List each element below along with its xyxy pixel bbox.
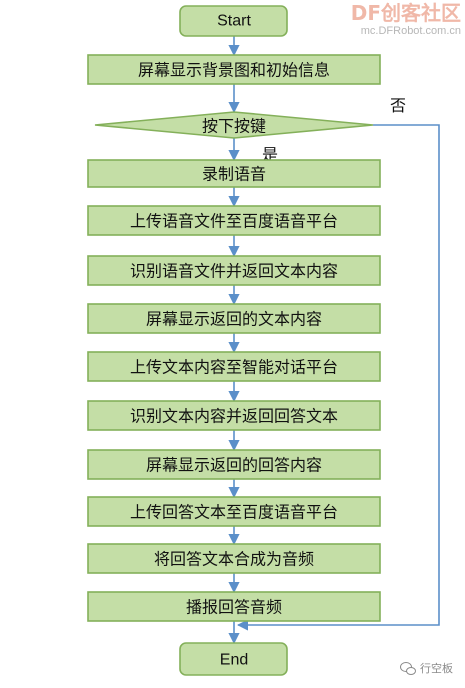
- process-box: 识别语音文件并返回文本内容: [87, 255, 381, 286]
- process-box: 上传文本内容至智能对话平台: [87, 351, 381, 382]
- process-box: 将回答文本合成为音频: [87, 543, 381, 574]
- process-label: 将回答文本合成为音频: [154, 550, 314, 569]
- process-box: 录制语音: [87, 159, 381, 188]
- process-label: 屏幕显示返回的回答内容: [146, 456, 322, 475]
- process-label: 屏幕显示背景图和初始信息: [138, 61, 330, 80]
- process-box: 上传语音文件至百度语音平台: [87, 205, 381, 236]
- process-label: 识别文本内容并返回回答文本: [130, 407, 338, 426]
- logo-mark: DF创客社区: [350, 1, 461, 25]
- process-label: 屏幕显示返回的文本内容: [146, 310, 322, 329]
- decision-label: 按下按键: [202, 117, 266, 136]
- end-label: End: [220, 652, 248, 669]
- dfrobot-logo: DF创客社区 mc.DFRobot.com.cn: [351, 2, 461, 37]
- process-label: 播报回答音频: [186, 598, 282, 617]
- process-box: 屏幕显示返回的回答内容: [87, 449, 381, 480]
- process-box: 播报回答音频: [87, 591, 381, 622]
- process-box: 屏幕显示背景图和初始信息: [87, 54, 381, 85]
- process-box: 屏幕显示返回的文本内容: [87, 303, 381, 334]
- process-label: 识别语音文件并返回文本内容: [130, 262, 338, 281]
- process-label: 录制语音: [202, 165, 266, 184]
- decision-node: 按下按键: [94, 111, 374, 139]
- process-label: 上传回答文本至百度语音平台: [130, 503, 338, 522]
- process-box: 识别文本内容并返回回答文本: [87, 400, 381, 431]
- start-label: Start: [217, 13, 251, 30]
- process-label: 上传语音文件至百度语音平台: [130, 212, 338, 231]
- logo-url: mc.DFRobot.com.cn: [360, 25, 461, 37]
- arrow-no-branch: [236, 124, 440, 631]
- watermark-text: 行空板: [420, 662, 453, 675]
- watermark: 行空板: [400, 660, 453, 676]
- start-terminal: Start: [179, 5, 288, 37]
- end-terminal: End: [179, 642, 288, 676]
- process-box: 上传回答文本至百度语音平台: [87, 496, 381, 527]
- wechat-icon: [400, 662, 416, 675]
- no-branch-label: 否: [390, 96, 406, 115]
- process-label: 上传文本内容至智能对话平台: [130, 358, 338, 377]
